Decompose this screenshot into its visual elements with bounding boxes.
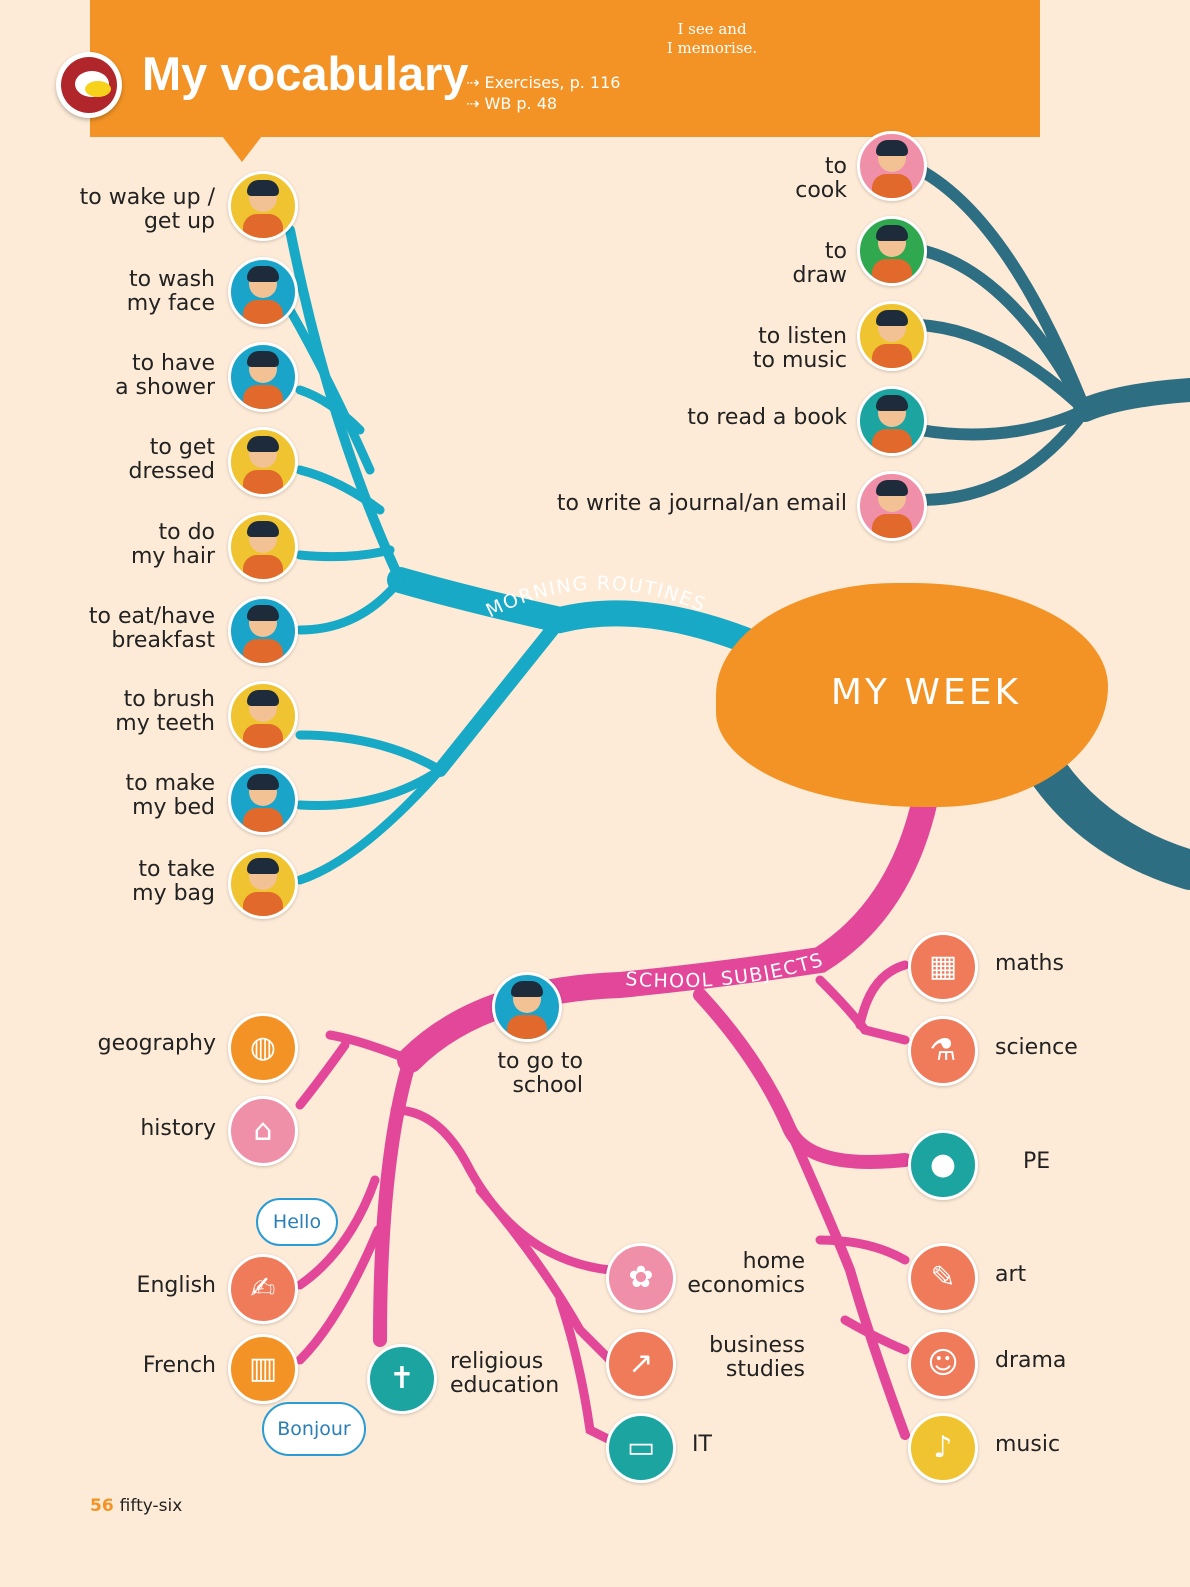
center-blob (716, 583, 1108, 807)
palette-icon: ✎ (908, 1243, 978, 1313)
vocab-label: to read a book (687, 405, 847, 430)
school-building-icon (492, 972, 562, 1042)
school-branches (295, 787, 938, 1445)
drawing-icon (857, 216, 927, 286)
flower-pot-icon: ✿ (606, 1243, 676, 1313)
arrow-icon: ⇢ (466, 73, 485, 92)
cooking-icon (857, 131, 927, 201)
header-bar (90, 0, 1040, 137)
vocab-label: to write a journal/an email (556, 491, 847, 516)
music-listening-icon (857, 301, 927, 371)
person-waking-icon (228, 171, 298, 241)
arrow-icon: ⇢ (466, 94, 485, 113)
writing-icon (857, 471, 927, 541)
museum-icon: ⌂ (228, 1096, 298, 1166)
theatre-masks-icon: ☺ (908, 1329, 978, 1399)
open-book-icon: ▥ (228, 1334, 298, 1404)
graph-icon: ↗ (606, 1329, 676, 1399)
center-title: MY WEEK (830, 672, 1022, 713)
page-title: My vocabulary (142, 47, 469, 100)
person-showering-icon (228, 342, 298, 412)
person-brushing-icon (228, 681, 298, 751)
vocab-label: French (142, 1353, 216, 1378)
vocab-label: history (140, 1116, 216, 1141)
vocab-label: PE (1023, 1149, 1051, 1174)
microscope-icon: ⚗ (908, 1016, 978, 1086)
workbook-ref[interactable]: WB p. 48 (484, 94, 558, 113)
header-pointer (222, 136, 262, 162)
violin-icon: ♪ (908, 1413, 978, 1483)
person-eating-icon (228, 596, 298, 666)
computer-icon: ▭ (606, 1413, 676, 1483)
vocab-label: art (995, 1262, 1027, 1287)
vocab-label: maths (995, 951, 1064, 976)
page-number: 56 (90, 1496, 114, 1516)
basketball-icon: ● (908, 1130, 978, 1200)
hello-bubble: Hello (256, 1198, 338, 1246)
person-making-bed-icon (228, 765, 298, 835)
person-combing-icon (228, 512, 298, 582)
see-memorise-note: I see and I memorise. (666, 20, 758, 57)
bonjour-bubble: Bonjour (262, 1402, 366, 1456)
globe-icon: ◍ (228, 1013, 298, 1083)
vocab-label: music (995, 1432, 1061, 1457)
morning-branches (285, 225, 758, 885)
reading-icon (857, 386, 927, 456)
page-number-words: fifty-six (119, 1496, 183, 1516)
eye-icon (56, 52, 122, 118)
vocab-label: drama (995, 1348, 1067, 1373)
person-with-bag-icon (228, 849, 298, 919)
bible-icon: ✝ (367, 1344, 437, 1414)
vocab-label: to wake up /get up (79, 185, 215, 234)
free-time-branches (914, 164, 1190, 890)
references: ⇢ Exercises, p. 116 ⇢ WB p. 48 (466, 72, 620, 114)
vocab-label: English (136, 1273, 216, 1298)
vocab-label: geography (97, 1031, 216, 1056)
calculator-icon: ▦ (908, 932, 978, 1002)
person-dressing-icon (228, 427, 298, 497)
exercises-ref[interactable]: Exercises, p. 116 (484, 73, 621, 92)
vocab-label: IT (692, 1432, 712, 1457)
pen-paper-icon: ✍ (228, 1254, 298, 1324)
person-washing-face-icon (228, 257, 298, 327)
vocab-label: science (995, 1035, 1078, 1060)
